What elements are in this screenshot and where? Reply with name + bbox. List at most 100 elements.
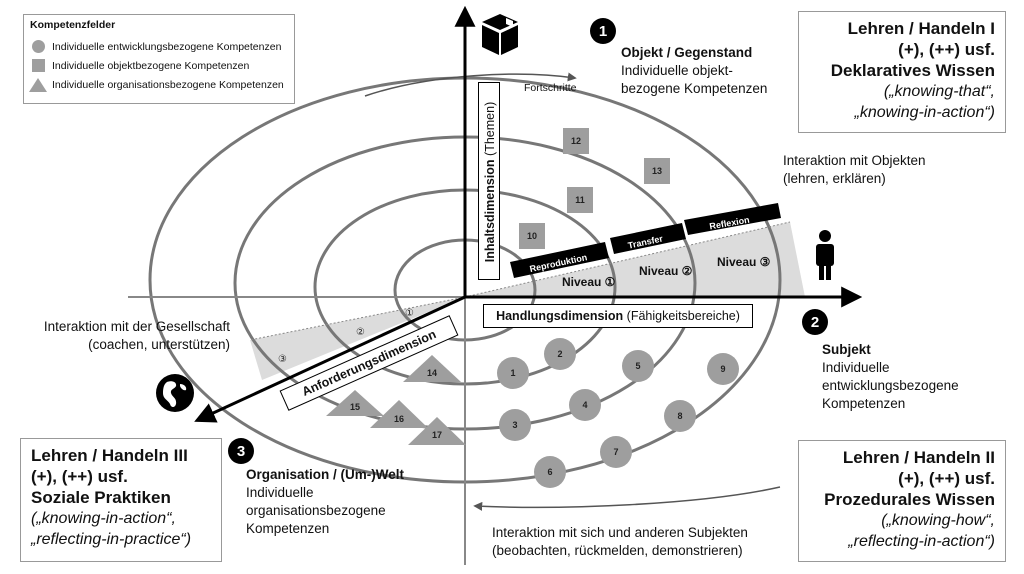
step-transfer <box>610 223 686 254</box>
progress-arrow-top <box>364 72 577 97</box>
pole-line: Kompetenzen <box>822 396 906 411</box>
circle-label: 2 <box>557 349 562 359</box>
pole-line: Individuelle objekt- <box>621 63 733 78</box>
circle-label: 4 <box>582 400 587 410</box>
circle-marker <box>664 400 696 432</box>
interaction-line: Interaktion mit Objekten <box>783 153 926 168</box>
corner-line: Lehren / Handeln II <box>842 448 995 467</box>
circle-marker <box>707 353 739 385</box>
pole-line: entwicklungsbezogene <box>822 378 959 393</box>
corner-line: (+), (++) usf. <box>31 467 128 486</box>
triangle-label: 17 <box>432 430 442 440</box>
corner-line: Lehren / Handeln III <box>31 446 188 465</box>
circle-label: 9 <box>720 364 725 374</box>
interaction-line: (lehren, erklären) <box>783 171 886 186</box>
triangle-marker <box>403 355 461 382</box>
corner-line: (+), (++) usf. <box>898 469 995 488</box>
step-reproduktion <box>510 242 609 278</box>
circle-marker <box>534 456 566 488</box>
legend: Kompetenzfelder Individuelle entwicklung… <box>23 14 295 104</box>
corner-line: („knowing-that“, <box>883 83 995 100</box>
triangle-marker <box>370 400 428 428</box>
interaction-line: Interaktion mit sich und anderen Subjekt… <box>492 525 748 540</box>
interaction-objects: Interaktion mit Objekten (lehren, erklär… <box>783 152 926 188</box>
legend-title: Kompetenzfelder <box>30 19 116 31</box>
corner-line: Lehren / Handeln I <box>847 19 995 38</box>
triangle-label: 16 <box>394 414 404 424</box>
circle-label: 8 <box>677 411 682 421</box>
diag-level: ② <box>356 327 365 338</box>
pole-line: Individuelle <box>246 485 314 500</box>
horizontal-axis-label: Handlungsdimension (Fähigkeitsbereiche) <box>483 304 753 328</box>
triangle-label: 14 <box>427 368 437 378</box>
corner-line: („knowing-how“, <box>881 512 995 529</box>
circle-icon <box>30 40 46 54</box>
legend-item-label: Individuelle organisationsbezogene Kompe… <box>52 78 284 91</box>
axis-subtitle: (Themen) <box>483 101 497 156</box>
fortschritte-label: Fortschritte <box>524 82 577 94</box>
corner-line: Prozedurales Wissen <box>824 490 995 509</box>
legend-item: Individuelle organisationsbezogene Kompe… <box>29 75 288 94</box>
pole-number: 1 <box>590 18 616 44</box>
axis-subtitle: (Fähigkeitsbereiche) <box>626 309 740 323</box>
circle-label: 5 <box>635 361 640 371</box>
vertical-axis-label: Inhaltsdimension (Themen) <box>478 82 500 280</box>
axis-title: Inhaltsdimension <box>483 159 497 263</box>
circle-marker <box>544 338 576 370</box>
square-marker <box>567 187 593 213</box>
diagonal-axis <box>194 295 466 423</box>
box-icon <box>482 14 518 55</box>
legend-item: Individuelle entwicklungsbezogene Kompet… <box>30 37 288 56</box>
niveau-wedge-right <box>465 222 805 297</box>
corner-line: (+), (++) usf. <box>898 40 995 59</box>
triangle-label: 15 <box>350 402 360 412</box>
pole-number: 3 <box>228 438 254 464</box>
square-label: 11 <box>575 195 585 205</box>
circle-label: 7 <box>613 447 618 457</box>
pole-title: Organisation / (Um-)Welt <box>246 467 405 482</box>
pole-line: Kompetenzen <box>246 521 330 536</box>
circle-marker <box>499 409 531 441</box>
niveau-label: Niveau ② <box>639 264 693 278</box>
step-reflexion <box>684 203 781 235</box>
pole-line: Individuelle <box>822 360 890 375</box>
interaction-line: (beobachten, rückmelden, demonstrieren) <box>492 543 743 558</box>
square-marker <box>644 158 670 184</box>
circle-marker <box>569 389 601 421</box>
progress-arrow-bottom <box>473 486 781 511</box>
corner-line: Deklaratives Wissen <box>830 61 995 80</box>
corner-line: („knowing-in-action“, <box>31 510 176 527</box>
niveau-label: Niveau ③ <box>717 255 771 269</box>
interaction-subjects: Interaktion mit sich und anderen Subjekt… <box>492 524 748 560</box>
pole-objekt: Objekt / Gegenstand Individuelle objekt-… <box>621 44 767 98</box>
triangle-icon <box>29 77 47 92</box>
legend-item: Individuelle objektbezogene Kompetenzen <box>30 56 288 75</box>
pole-title: Objekt / Gegenstand <box>621 45 753 60</box>
circle-label: 1 <box>510 368 515 378</box>
diag-level: ③ <box>278 354 287 365</box>
interaction-society: Interaktion mit der Gesellschaft (coache… <box>6 318 230 354</box>
square-label: 10 <box>527 231 537 241</box>
pole-line: organisationsbezogene <box>246 503 386 518</box>
interaction-line: (coachen, unterstützen) <box>88 337 230 352</box>
triangle-marker <box>326 390 384 416</box>
square-label: 12 <box>571 136 581 146</box>
square-icon <box>30 59 46 73</box>
niveau-wedge-left <box>250 297 465 380</box>
corner-line: „knowing-in-action“) <box>854 104 996 121</box>
pole-title: Subjekt <box>822 342 871 357</box>
legend-item-label: Individuelle objektbezogene Kompetenzen <box>52 59 250 72</box>
pole-organisation: Organisation / (Um-)Welt Individuelle or… <box>246 466 404 538</box>
axis-title: Handlungsdimension <box>496 309 624 323</box>
circle-marker <box>497 357 529 389</box>
corner-box-I: Lehren / Handeln I (+), (++) usf. Deklar… <box>798 11 1006 133</box>
square-marker <box>519 223 545 249</box>
corner-line: „reflecting-in-practice“) <box>31 531 192 548</box>
pole-subjekt: Subjekt Individuelle entwicklungsbezogen… <box>822 341 959 413</box>
square-marker <box>563 128 589 154</box>
corner-box-II: Lehren / Handeln II (+), (++) usf. Proze… <box>798 440 1006 562</box>
pole-number: 2 <box>802 309 828 335</box>
interaction-line: Interaktion mit der Gesellschaft <box>43 319 230 334</box>
